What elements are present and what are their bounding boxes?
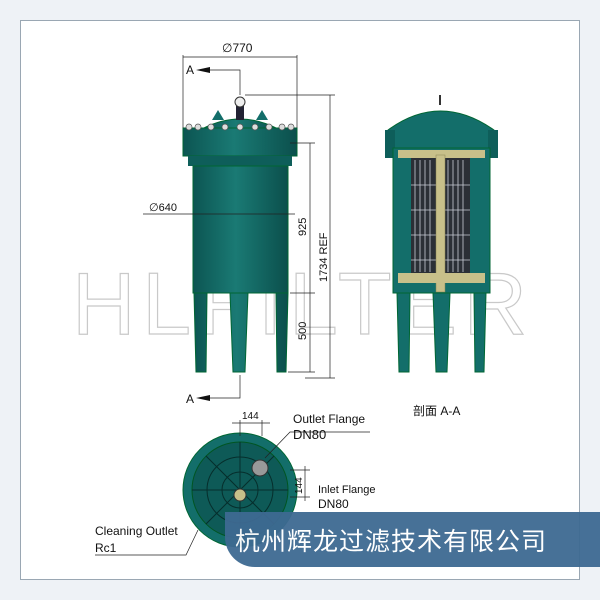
dim-body-diameter: ∅640 bbox=[149, 202, 177, 214]
dim-total-height: 1734 REF bbox=[318, 232, 330, 282]
dim-top-h: 144 bbox=[242, 411, 259, 422]
company-name: 杭州辉龙过滤技术有限公司 bbox=[235, 527, 548, 556]
inlet-flange-label: Inlet Flange bbox=[318, 484, 375, 496]
drawing-frame bbox=[20, 20, 580, 580]
cleaning-outlet-label: Cleaning Outlet bbox=[95, 524, 178, 538]
dim-leg-height: 500 bbox=[297, 322, 309, 340]
dim-top-v: 144 bbox=[294, 477, 305, 494]
section-view: 剖面 A-A bbox=[385, 95, 498, 418]
outlet-flange-label: Outlet Flange bbox=[293, 412, 365, 426]
outlet-flange-size: DN80 bbox=[293, 427, 326, 442]
dim-body-height: 925 bbox=[297, 218, 309, 236]
inlet-flange-size: DN80 bbox=[318, 497, 349, 511]
dim-top-diameter: ∅770 bbox=[222, 41, 253, 55]
section-mark-bottom: A bbox=[186, 392, 194, 406]
front-view: ∅770 A A ∅640 925 500 1734 REF bbox=[143, 41, 335, 406]
cleaning-outlet-size: Rc1 bbox=[95, 541, 117, 555]
section-mark-top: A bbox=[186, 63, 194, 77]
section-label: 剖面 A-A bbox=[413, 404, 460, 418]
company-banner: 杭州辉龙过滤技术有限公司 bbox=[225, 512, 600, 567]
